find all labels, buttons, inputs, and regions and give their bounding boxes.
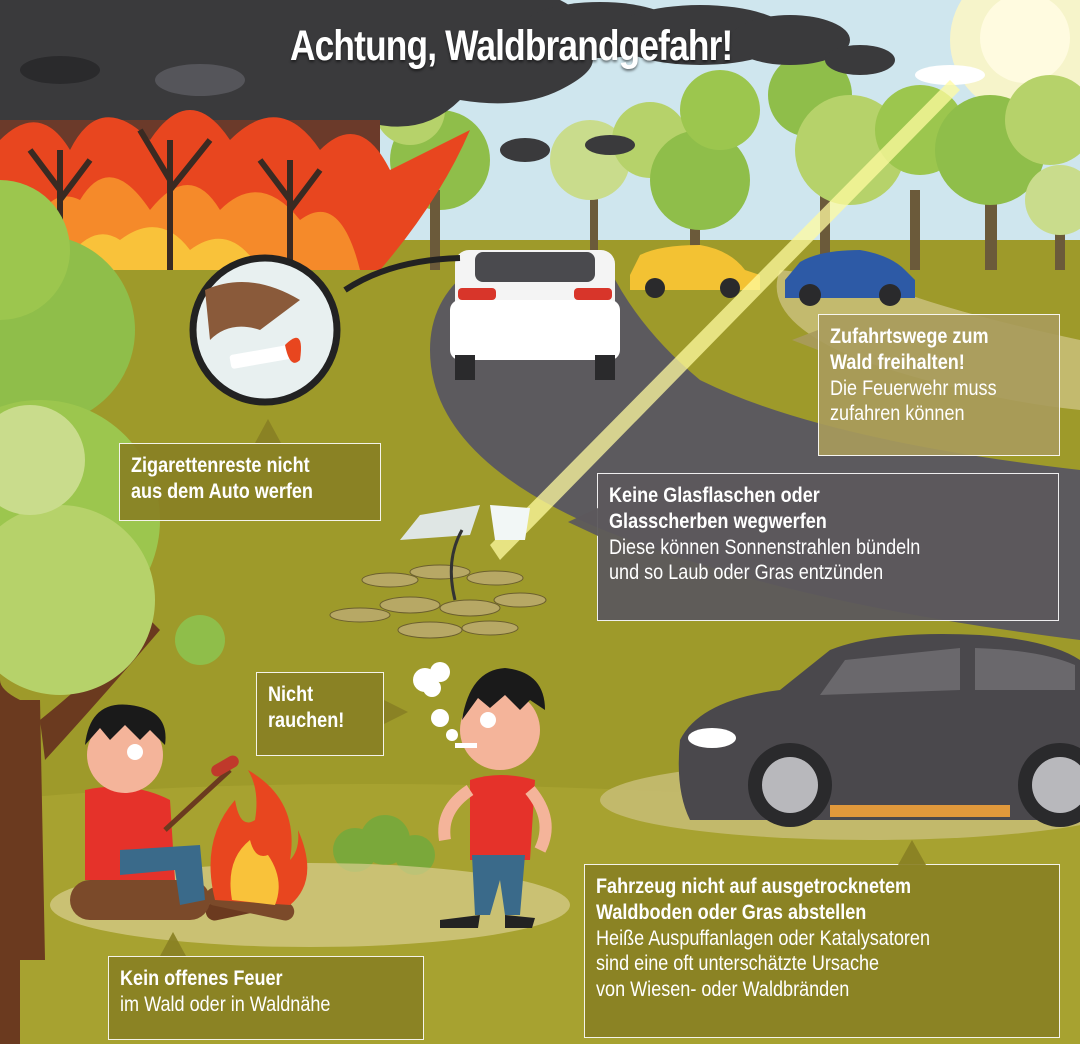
- tip-heading-line: rauchen!: [268, 708, 345, 732]
- sun-ray: [490, 80, 960, 560]
- tip-body-line: Die Feuerwehr muss: [830, 376, 997, 400]
- tip-heading-line: Fahrzeug nicht auf ausgetrocknetem: [596, 875, 912, 898]
- tip-body-line: im Wald oder in Waldnähe: [120, 992, 331, 1016]
- tip-heading-line: Kein offenes Feuer: [120, 967, 283, 990]
- tip-body-line: zufahren können: [830, 402, 965, 426]
- tip-body-line: sind eine oft unterschätzte Ursache: [596, 952, 880, 976]
- smoking-boy: [413, 662, 552, 928]
- tip-heading-line: aus dem Auto werfen: [131, 479, 313, 503]
- tip-heading-line: Keine Glasflaschen oder: [609, 484, 820, 507]
- tip-body-line: und so Laub oder Gras entzünden: [609, 561, 884, 585]
- tip-cigarettes: Zigarettenreste nicht aus dem Auto werfe…: [119, 443, 381, 521]
- dark-car: [600, 634, 1080, 840]
- tip-access-roads: Zufahrtswege zum Wald freihalten! Die Fe…: [818, 314, 1060, 456]
- leaf-pile: [329, 564, 547, 639]
- bush: [333, 815, 435, 875]
- tip-heading-line: Glasscherben wegwerfen: [609, 509, 827, 533]
- tip-heading-line: Nicht: [268, 683, 314, 706]
- tip-glass-bottles: Keine Glasflaschen oder Glasscherben weg…: [597, 473, 1059, 621]
- blue-car: [785, 250, 915, 306]
- tip-heading-line: Wald freihalten!: [830, 350, 965, 374]
- callout-pointer: [160, 932, 186, 956]
- page-title: Achtung, Waldbrandgefahr!: [290, 22, 733, 70]
- tip-body-line: Heiße Auspuffanlagen oder Katalysatoren: [596, 926, 931, 950]
- callout-pointer: [568, 508, 598, 536]
- tip-heading-line: Waldboden oder Gras abstellen: [596, 900, 867, 924]
- tip-vehicle-parking: Fahrzeug nicht auf ausgetrocknetem Waldb…: [584, 864, 1060, 1038]
- callout-pointer: [792, 330, 818, 350]
- tip-heading-line: Zigarettenreste nicht: [131, 454, 310, 477]
- callout-pointer: [255, 419, 281, 443]
- sitting-boy: [70, 704, 239, 920]
- tip-body-line: von Wiesen- oder Waldbränden: [596, 978, 850, 1002]
- white-car: [450, 250, 620, 380]
- burning-forest: [0, 110, 470, 270]
- smoke-clouds: [0, 0, 895, 162]
- callout-pointer: [384, 700, 408, 724]
- sun: [980, 0, 1070, 83]
- tip-open-fire: Kein offenes Feuer im Wald oder in Waldn…: [108, 956, 424, 1040]
- tip-body-line: Diese können Sonnenstrahlen bündeln: [609, 535, 921, 559]
- callout-pointer: [898, 840, 926, 865]
- tip-no-smoking: Nicht rauchen!: [256, 672, 384, 756]
- cigarette-zoom-circle: [189, 254, 341, 406]
- yellow-car: [630, 245, 760, 298]
- tip-heading-line: Zufahrtswege zum: [830, 325, 989, 348]
